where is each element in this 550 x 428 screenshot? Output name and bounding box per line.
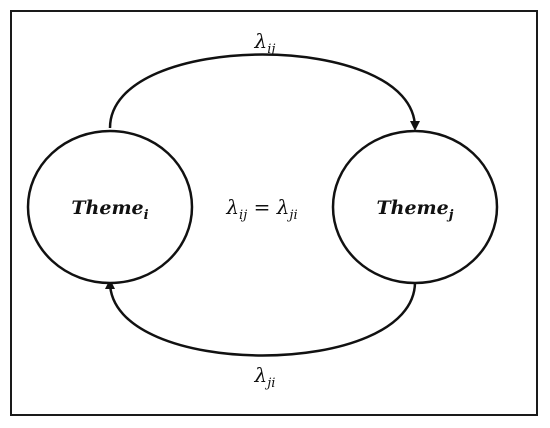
state-label-theme-j: Themej: [377, 197, 454, 223]
center-equation: λij = λji: [225, 195, 297, 223]
transition-arrow-i-to-j: [108, 53, 420, 131]
state-label-theme-i: Themei: [71, 197, 148, 223]
state-node-theme-j: [331, 129, 499, 285]
rate-label-ij: λij: [254, 29, 276, 57]
rate-label-ji: λji: [254, 363, 276, 391]
transition-arrow-j-to-i: [105, 279, 417, 357]
state-node-theme-i: [26, 129, 194, 285]
